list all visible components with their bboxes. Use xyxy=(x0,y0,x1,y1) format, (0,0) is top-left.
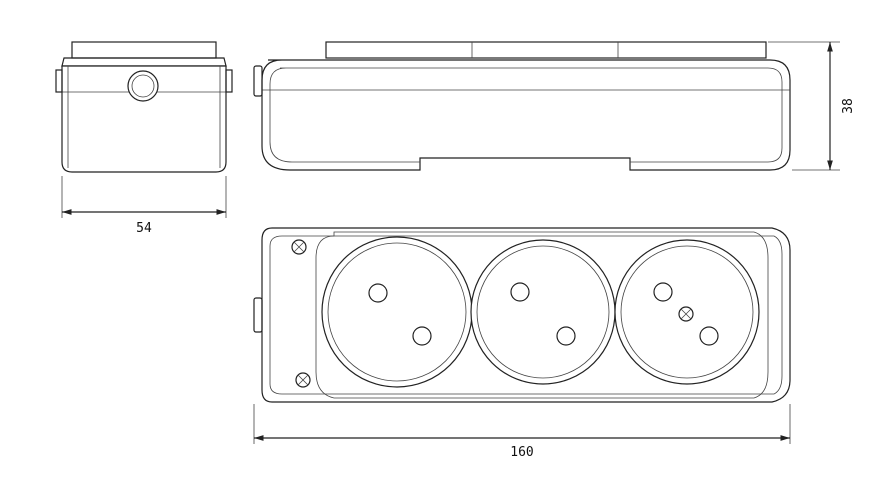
side-view-top-faces xyxy=(325,41,767,59)
height-dimension: 38 xyxy=(768,41,856,171)
side-view xyxy=(253,41,791,171)
side-view-left-nub xyxy=(253,65,263,97)
end-view-left-nub xyxy=(55,69,63,93)
width-label: 54 xyxy=(136,221,152,236)
width-dimension: 54 xyxy=(61,176,227,236)
socket-panel-outline xyxy=(315,231,769,399)
length-dimension: 160 xyxy=(253,404,791,460)
top-view xyxy=(253,227,791,403)
socket-2-pin-hole-icon xyxy=(556,326,576,346)
socket-3-pin-hole-icon xyxy=(699,326,719,346)
socket-2-pin-hole-icon xyxy=(510,282,530,302)
side-view-body xyxy=(261,59,791,171)
socket-1-pin-hole-icon xyxy=(368,283,388,303)
socket-2 xyxy=(470,239,616,385)
end-view-body xyxy=(61,65,227,173)
end-view-top-cap xyxy=(71,41,217,59)
socket-3-pin-hole-icon xyxy=(653,282,673,302)
screw-bottom-left-icon xyxy=(295,372,311,388)
top-view-left-nub xyxy=(253,297,263,333)
socket-3-center-screw-icon xyxy=(678,306,694,322)
length-label: 160 xyxy=(510,445,533,460)
socket-1-pin-hole-icon xyxy=(412,326,432,346)
end-view-shoulder xyxy=(61,57,227,67)
end-view xyxy=(55,41,233,173)
end-view-right-nub xyxy=(225,69,233,93)
socket-3 xyxy=(614,239,760,385)
switch-button-icon xyxy=(127,70,159,102)
screw-top-left-icon xyxy=(291,239,307,255)
socket-1 xyxy=(321,236,473,388)
height-label: 38 xyxy=(841,98,856,114)
